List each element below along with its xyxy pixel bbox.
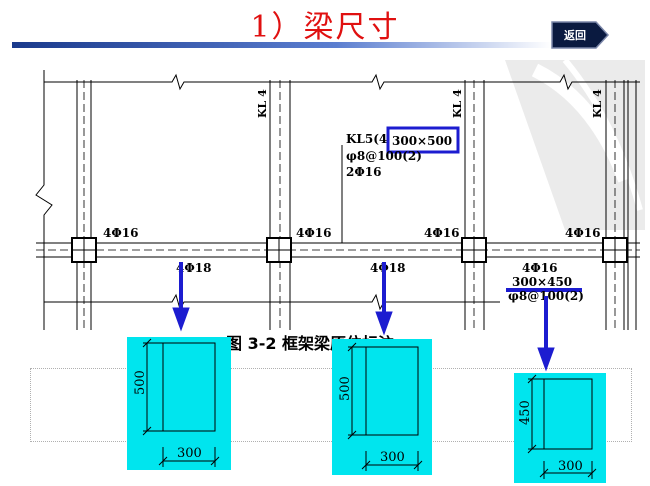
- watermark-logo: [505, 60, 645, 230]
- kl5-top-bar: 2Φ16: [346, 165, 382, 179]
- kl5-label: KL5(4: [346, 132, 387, 146]
- section-width-label: 300: [380, 450, 405, 465]
- title-underline: [12, 42, 552, 48]
- section-box-1: 500 300: [127, 337, 231, 470]
- beam-plan-drawing: KL 4 KL 4 KL 4 KL5(4 300×500 φ8@100(2) 2…: [35, 70, 640, 330]
- back-arrow-icon: [551, 21, 610, 49]
- kl5-size: 300×500: [392, 134, 452, 148]
- kl4-label: KL 4: [591, 89, 604, 118]
- section-height-label: 500: [133, 370, 148, 395]
- back-button-label: 返回: [564, 29, 586, 42]
- section-height-label: 500: [338, 376, 353, 401]
- kl4-label: KL 4: [451, 89, 464, 118]
- section-width-label: 300: [558, 459, 583, 474]
- back-button[interactable]: 返回: [550, 20, 610, 50]
- support-bar-label: 4Φ16: [565, 226, 601, 240]
- span-size-label: 300×450: [512, 275, 572, 289]
- span-bar-label: 4Φ16: [522, 261, 558, 275]
- dotted-frame: [30, 368, 632, 442]
- support-bar-label: 4Φ16: [424, 226, 460, 240]
- support-bar-label: 4Φ16: [296, 226, 332, 240]
- section-box-3: 450 300: [514, 373, 606, 483]
- kl4-label: KL 4: [256, 89, 269, 118]
- kl5-stirrup: φ8@100(2): [346, 149, 422, 163]
- bottom-bar-label: 4Φ18: [176, 261, 212, 275]
- section-width-label: 300: [177, 446, 202, 461]
- section-box-2: 500 300: [332, 339, 432, 475]
- kl5-size-highlight: [386, 126, 460, 154]
- page-title: 1）梁尺寸: [250, 10, 400, 45]
- section-height-label: 450: [518, 400, 533, 425]
- bottom-bar-label: 4Φ18: [370, 261, 406, 275]
- support-bar-label: 4Φ16: [103, 226, 139, 240]
